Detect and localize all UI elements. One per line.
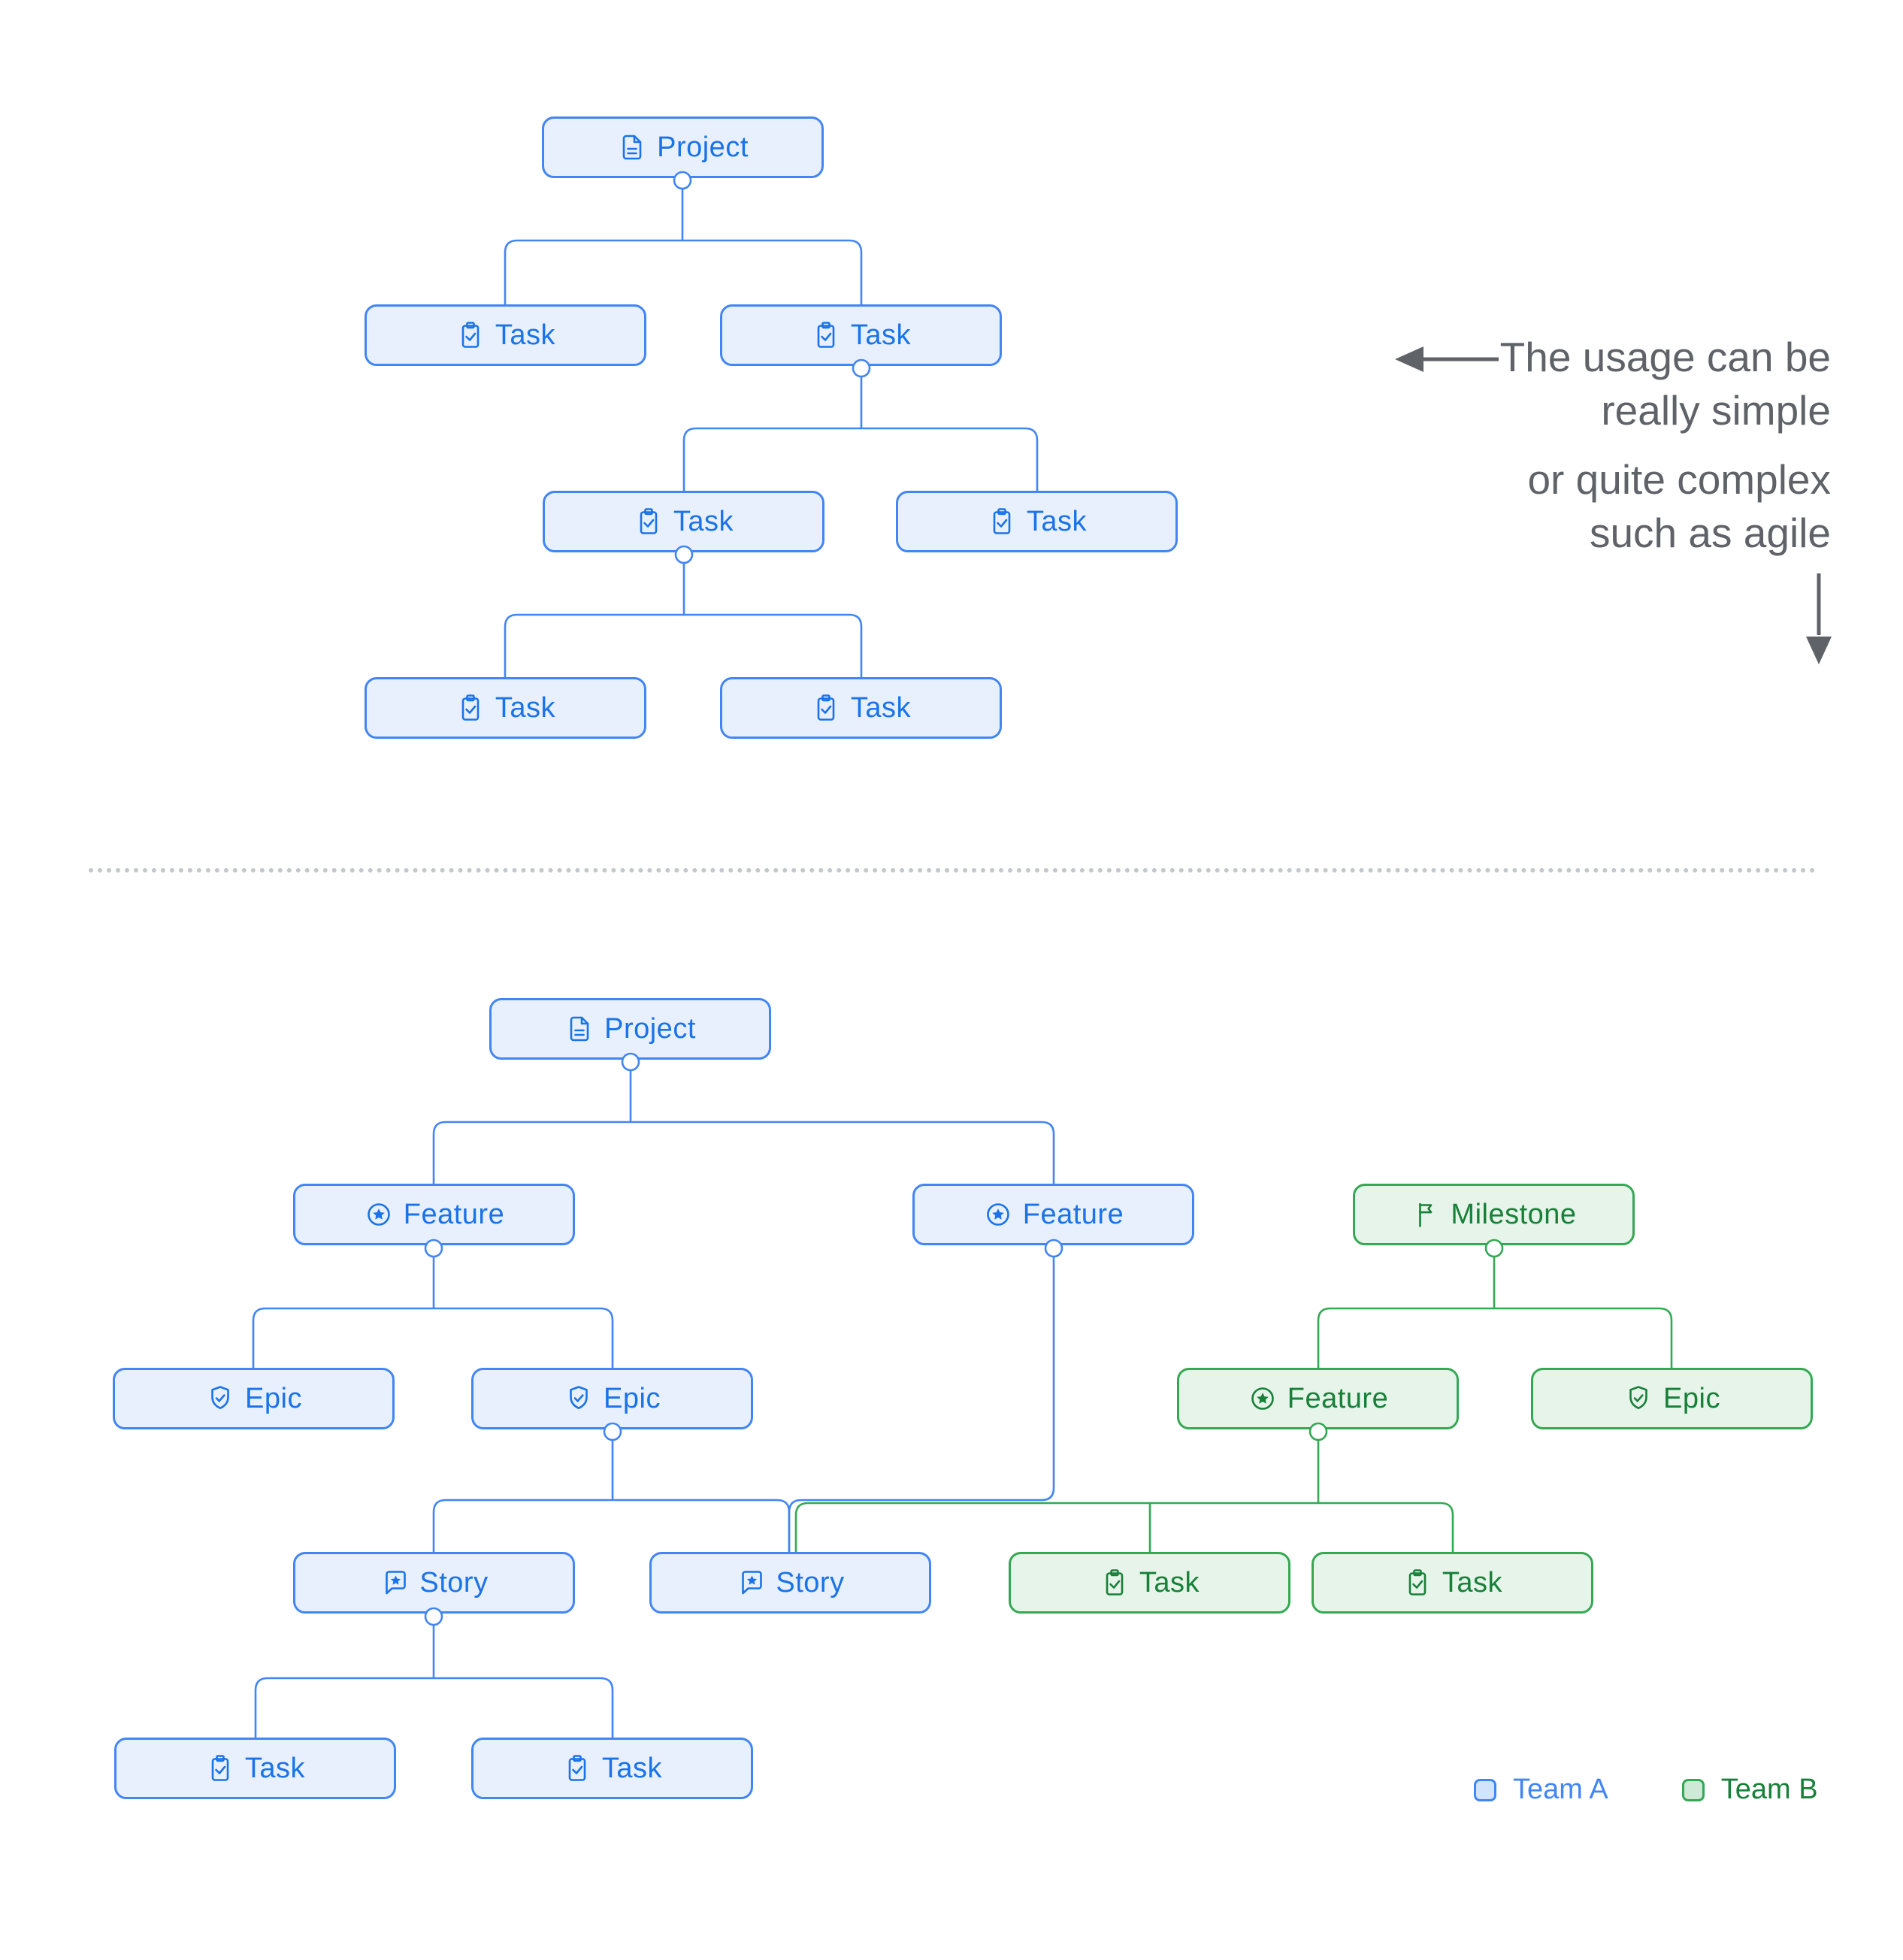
document-icon [564,1014,594,1044]
node-feature-1[interactable]: Feature [293,1184,575,1245]
comment-star-icon [736,1568,766,1598]
clipboard-check-icon [1100,1568,1130,1598]
node-label: Task [1139,1566,1200,1599]
shield-check-icon [564,1384,594,1414]
node-task-c1[interactable]: Task [365,677,646,739]
legend: Team A Team B [1474,1774,1818,1806]
node-task-d1[interactable]: Task [114,1738,396,1799]
node-task-a2[interactable]: Task [720,304,1002,366]
node-task-b1[interactable]: Task [543,491,824,552]
node-epic-green[interactable]: Epic [1531,1368,1813,1429]
dotted-divider [89,868,1816,873]
star-circle-icon [1248,1384,1278,1414]
document-icon [617,132,647,162]
flag-icon [1411,1199,1441,1230]
clipboard-check-icon [205,1753,235,1783]
node-label: Epic [1663,1382,1720,1414]
clipboard-check-icon [811,693,841,723]
node-label: Project [657,131,749,163]
node-task-a1[interactable]: Task [365,304,646,366]
node-task-d2[interactable]: Task [471,1738,753,1799]
node-label: Feature [403,1198,505,1230]
node-task-green-1[interactable]: Task [1009,1552,1290,1614]
legend-label: Team B [1720,1774,1818,1805]
node-label: Epic [604,1382,661,1414]
node-epic-1[interactable]: Epic [113,1368,395,1429]
clipboard-check-icon [987,507,1017,537]
node-feature-2[interactable]: Feature [912,1184,1194,1245]
shield-check-icon [205,1384,235,1414]
node-label: Task [244,1752,306,1784]
node-label: Task [495,319,556,351]
clipboard-check-icon [634,507,664,537]
node-label: Task [850,319,912,351]
node-label: Task [495,691,556,724]
node-label: Project [604,1012,696,1045]
node-story-1[interactable]: Story [293,1552,575,1614]
annotation-text: The usage can be really simple or quite … [1500,331,1831,560]
node-feature-green[interactable]: Feature [1177,1368,1459,1429]
node-milestone[interactable]: Milestone [1353,1184,1635,1245]
annotation-line: really simple [1601,387,1831,434]
node-task-b2[interactable]: Task [896,491,1178,552]
team-a-swatch [1474,1778,1496,1801]
node-label: Feature [1287,1382,1389,1414]
node-label: Task [673,505,734,537]
node-label: Task [1026,505,1088,537]
star-circle-icon [364,1199,394,1230]
node-label: Milestone [1451,1198,1577,1230]
clipboard-check-icon [1402,1568,1433,1598]
annotation-line: or quite complex [1527,456,1831,503]
legend-team-a: Team A [1474,1774,1608,1806]
node-label: Story [419,1566,489,1599]
node-project-bottom[interactable]: Project [489,998,771,1060]
clipboard-check-icon [455,320,486,350]
clipboard-check-icon [562,1753,592,1783]
comment-star-icon [380,1568,410,1598]
node-label: Story [776,1566,845,1599]
node-task-c2[interactable]: Task [720,677,1002,739]
legend-label: Team A [1513,1774,1608,1805]
node-label: Task [1442,1566,1503,1599]
shield-check-icon [1623,1384,1653,1414]
legend-team-b: Team B [1681,1774,1818,1806]
clipboard-check-icon [811,320,841,350]
annotation-line: such as agile [1589,510,1831,556]
node-label: Epic [245,1382,302,1414]
node-story-2[interactable]: Story [649,1552,931,1614]
star-circle-icon [983,1199,1013,1230]
node-epic-2[interactable]: Epic [471,1368,753,1429]
annotation-line: The usage can be [1499,334,1831,380]
node-label: Task [850,691,912,724]
node-label: Feature [1022,1198,1124,1230]
team-b-swatch [1681,1778,1705,1801]
clipboard-check-icon [455,693,486,723]
node-task-green-2[interactable]: Task [1312,1552,1593,1614]
node-label: Task [601,1752,663,1784]
node-project-top[interactable]: Project [542,116,824,178]
